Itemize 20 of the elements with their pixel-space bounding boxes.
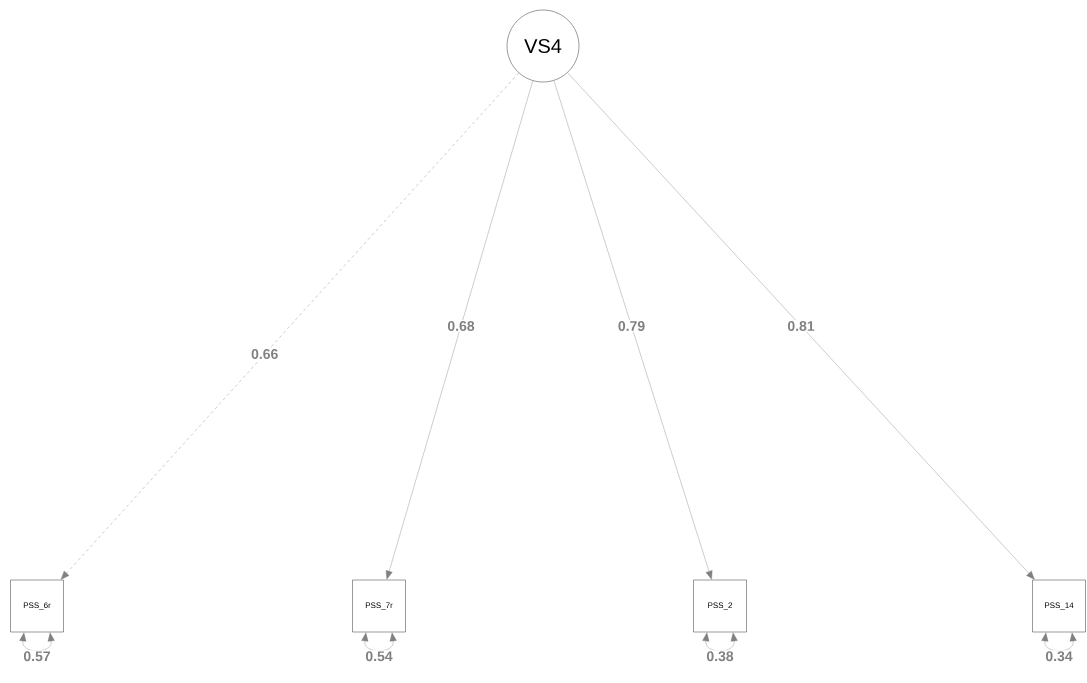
path-arrow	[553, 80, 713, 580]
observed-box: PSS_14	[1032, 579, 1086, 633]
edge-label: 0.81	[786, 320, 816, 332]
observed-box: PSS_6r	[10, 579, 64, 633]
path-arrow	[702, 632, 738, 652]
path-arrow	[60, 72, 519, 580]
edge-label: 0.34	[1044, 650, 1074, 663]
edge-label: 0.79	[616, 320, 647, 332]
edge-label: 0.57	[22, 650, 52, 663]
edge-label: 0.68	[446, 320, 476, 332]
edge-label: 0.54	[364, 650, 394, 663]
edge-label: 0.38	[705, 650, 735, 663]
observed-box: PSS_7r	[352, 579, 406, 633]
path-arrow	[385, 80, 534, 580]
path-arrow	[567, 72, 1035, 580]
path-arrow	[361, 632, 397, 652]
observed-box: PSS_2	[693, 579, 747, 633]
edge-label: 0.66	[250, 348, 280, 360]
path-arrow	[19, 632, 55, 652]
path-arrow	[1041, 632, 1077, 652]
